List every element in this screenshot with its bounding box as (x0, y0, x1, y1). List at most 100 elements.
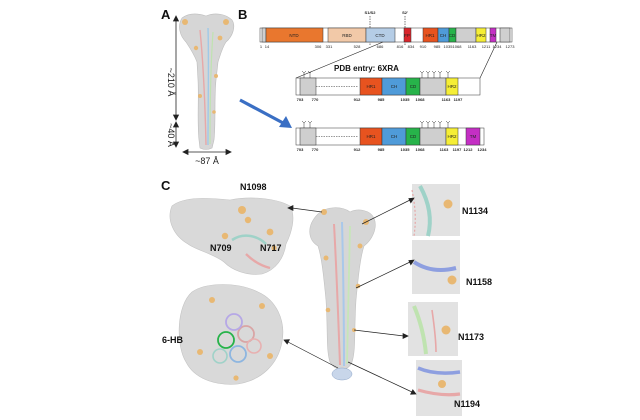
panel-a-measurements (172, 15, 232, 156)
panel-a-label: A (161, 7, 171, 22)
tick: 686 (377, 44, 384, 49)
glycan-fork (445, 70, 451, 78)
tick: 331 (326, 44, 333, 49)
label-n1134: N1134 (462, 206, 488, 216)
tick: 1197 (453, 147, 462, 152)
label-n1194: N1194 (454, 399, 480, 409)
domain-fp (403, 27, 412, 43)
height-stem-label: ~40 Å (166, 123, 176, 147)
glycan-blob (214, 74, 218, 78)
helix-green (346, 225, 351, 365)
tick: 1234 (478, 147, 488, 152)
helix-red (333, 223, 341, 366)
tm-label: TM (490, 33, 497, 38)
glycan-fork (419, 70, 425, 78)
tick: 770 (312, 147, 319, 152)
tick: 1068 (416, 97, 426, 102)
glycan-fork (437, 70, 443, 78)
helix-red (417, 388, 461, 397)
arrow-head (408, 259, 415, 266)
inset-n1134 (411, 184, 460, 237)
tick: 985 (378, 147, 385, 152)
helix-blue (412, 260, 457, 272)
tick: 912 (354, 147, 361, 152)
glycan-sites-mid (301, 70, 451, 78)
arrow-head (182, 148, 189, 156)
arrow-head (287, 205, 294, 211)
width-label: ~87 Å (195, 156, 219, 166)
glycan-n1194 (438, 380, 446, 388)
tick: 816 (397, 44, 404, 49)
arrow-to-6hb (287, 341, 339, 369)
hr2-label: HR2 (476, 33, 485, 38)
glycan-fork (437, 120, 443, 128)
glycan-n1158 (447, 275, 457, 285)
helix-blue (341, 221, 345, 367)
cd-label: CD (449, 33, 456, 38)
label-6hb: 6-HB (162, 335, 184, 345)
label-n1173: N1173 (458, 332, 484, 342)
signal-peptide (261, 27, 267, 43)
glycan-fork (431, 120, 437, 128)
arrow-head (283, 339, 290, 345)
helix-green (412, 305, 428, 355)
tick: 1197 (454, 97, 463, 102)
glycan-blob (323, 255, 329, 261)
tick: 1211 (482, 44, 491, 49)
helix-purple (225, 313, 243, 331)
glycan-fork (307, 70, 313, 78)
glycan-n1134 (443, 199, 453, 209)
helix-green (209, 31, 214, 145)
cd-label: CD (410, 134, 417, 139)
helix-red (431, 309, 437, 353)
full-length-ticks: 1 14 306 331 528 686 816 834 910 985 103… (260, 44, 515, 49)
arrow-head (172, 15, 180, 22)
hr2-label: HR2 (447, 84, 456, 89)
tick: 1163 (442, 97, 451, 102)
arrow-to-n1158 (355, 261, 411, 289)
label-n709: N709 (210, 243, 232, 253)
hr1-label: HR1 (366, 84, 375, 89)
glycan-fork (425, 70, 431, 78)
domain-tm (489, 27, 497, 43)
glycan-blob (193, 45, 199, 51)
segment-703-770 (299, 77, 317, 96)
arrow-to-n1134 (361, 199, 411, 225)
glycan-sites-bottom (301, 120, 451, 128)
tick: 1 (260, 44, 263, 49)
glycan-fork (301, 120, 307, 128)
arrow-head (410, 389, 417, 395)
domain-hr2 (475, 27, 487, 43)
zoom-line-right (479, 41, 498, 79)
arrow-to-n1194 (347, 361, 413, 393)
pdb-entry-label: PDB entry: 6XRA (334, 64, 399, 73)
helix-pink (246, 338, 262, 354)
glycan-fork (425, 120, 431, 128)
cleavage-s1s2-label: S1/S2 (365, 10, 377, 15)
cd-label: CD (410, 84, 417, 89)
label-n1098: N1098 (240, 182, 267, 192)
domain-tm (465, 127, 481, 146)
glycan-n1173 (441, 325, 451, 335)
fusion-construct-labels: HR1 CH CD HR2 TM (366, 134, 476, 139)
domain-ntd (265, 27, 324, 43)
hr1-label: HR1 (366, 134, 375, 139)
glycan-blob (209, 297, 215, 303)
glycan-fork (307, 120, 313, 128)
ch-label: CH (440, 33, 447, 38)
helix-red (245, 253, 271, 270)
tick: 1068 (416, 147, 426, 152)
helix-cyan (418, 185, 432, 237)
arrow-head (408, 197, 415, 204)
glycan-fork (445, 120, 451, 128)
pointer-arrows (283, 197, 417, 395)
label-n717: N717 (260, 243, 282, 253)
tick: 910 (420, 44, 427, 49)
tick: 14 (265, 44, 270, 49)
arrow-a-to-b (239, 98, 292, 128)
glycan-blob (223, 19, 229, 25)
panel-b-label: B (238, 7, 247, 22)
glycan-n1098 (238, 206, 246, 214)
cleavage-s2p-label: S2' (402, 10, 408, 15)
